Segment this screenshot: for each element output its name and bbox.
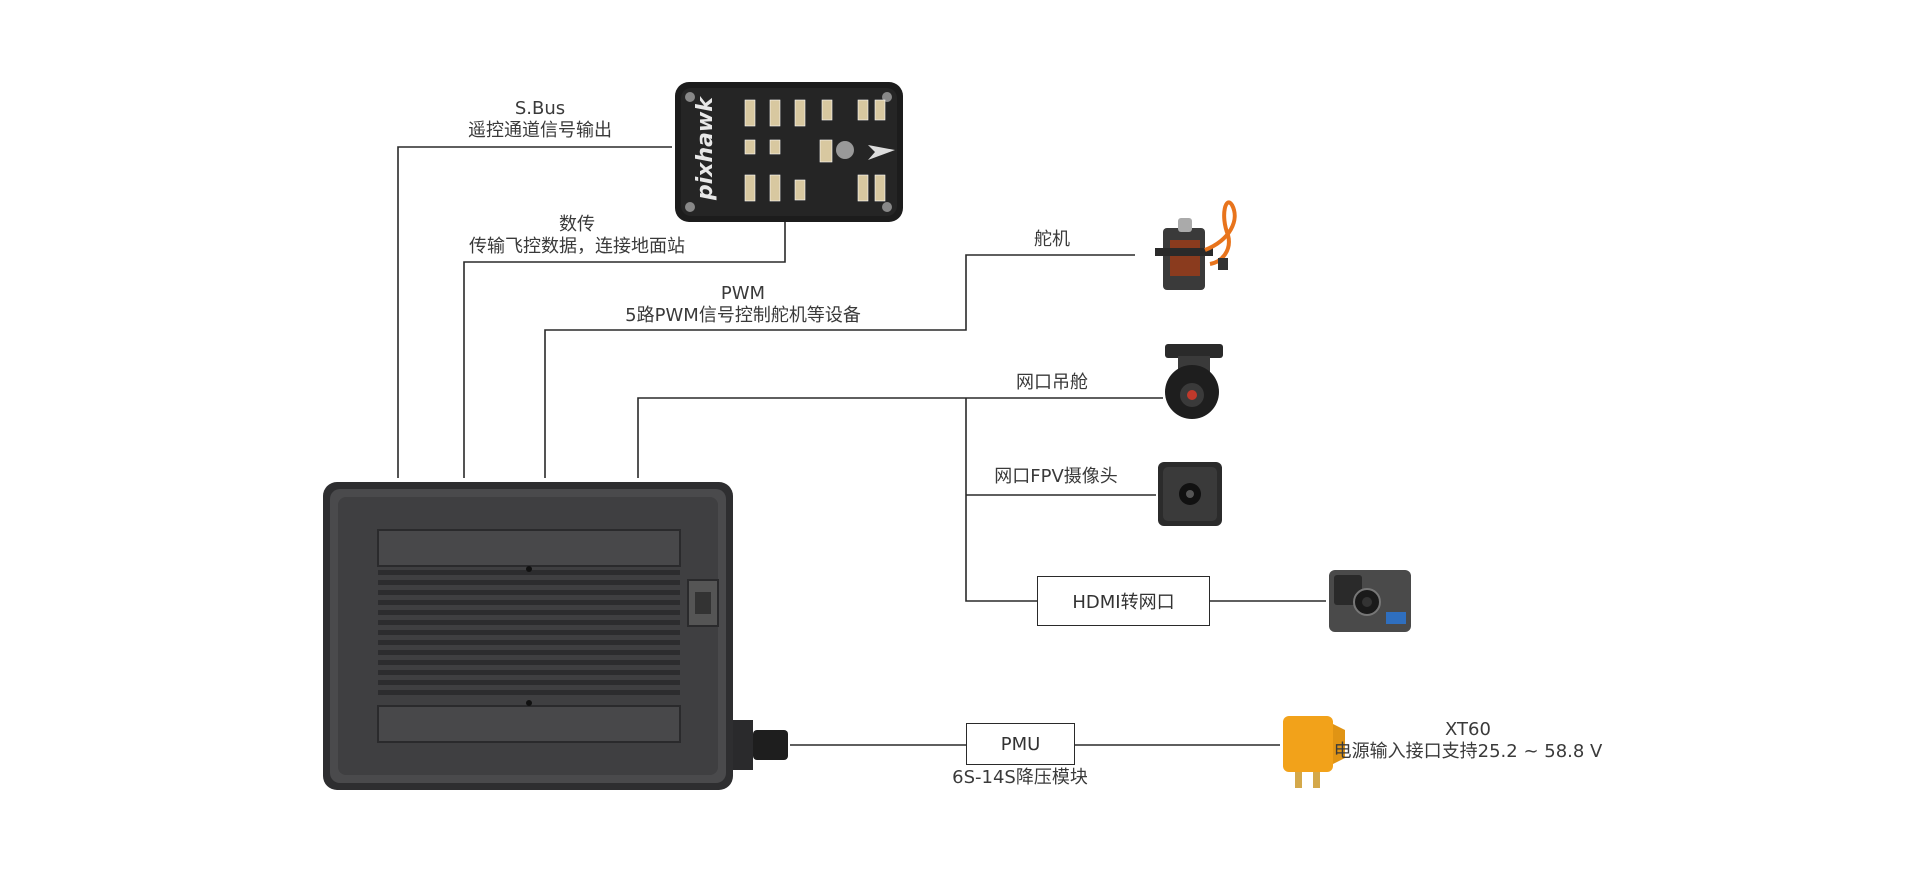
wire-ethernet-branch	[965, 398, 1037, 602]
xt60-connector-icon	[1283, 716, 1345, 788]
sbus-title: S.Bus	[514, 98, 566, 119]
hdmi-label: HDMI转网口	[1072, 592, 1175, 613]
servo-icon	[1155, 200, 1237, 290]
fpv-label: 网口FPV摄像头	[994, 466, 1118, 487]
fpv-camera-icon	[1158, 462, 1222, 526]
flight-controller: pixhawk	[675, 82, 903, 222]
action-camera-icon	[1329, 570, 1411, 632]
gimbal-camera-icon	[1165, 344, 1223, 419]
fc-brand-text: pixhawk	[693, 96, 718, 201]
wire-sbus	[397, 146, 672, 478]
main-unit	[323, 482, 788, 790]
xt60-label: XT60 电源输入接口支持25.2 ~ 58.8 V	[1334, 719, 1603, 763]
datalink-title: 数传	[559, 214, 595, 235]
pwm-title: PWM	[720, 283, 766, 304]
datalink-label: 数传 传输飞控数据，连接地面站	[469, 214, 685, 258]
sbus-label: S.Bus 遥控通道信号输出	[468, 98, 612, 142]
heat-sink-fins	[378, 570, 680, 695]
gimbal-label: 网口吊舱	[1016, 372, 1088, 393]
sbus-desc: 遥控通道信号输出	[468, 120, 612, 141]
hdmi-converter-box: HDMI转网口	[1037, 576, 1210, 626]
datalink-desc: 传输飞控数据，连接地面站	[469, 236, 685, 257]
wire-pwm	[544, 254, 1135, 478]
pmu-box: PMU	[966, 723, 1075, 765]
pwm-desc: 5路PWM信号控制舵机等设备	[625, 305, 861, 326]
servo-label: 舵机	[1034, 229, 1070, 250]
wire-datalink	[463, 216, 786, 478]
wire-ethernet	[637, 397, 1163, 478]
xt60-desc: 电源输入接口支持25.2 ~ 58.8 V	[1333, 741, 1603, 762]
xt60-title: XT60	[1445, 719, 1491, 740]
pmu-label: PMU	[1000, 733, 1041, 755]
pmu-desc: 6S-14S降压模块	[952, 767, 1088, 788]
wires	[397, 146, 1326, 746]
pwm-label: PWM 5路PWM信号控制舵机等设备	[625, 283, 861, 327]
